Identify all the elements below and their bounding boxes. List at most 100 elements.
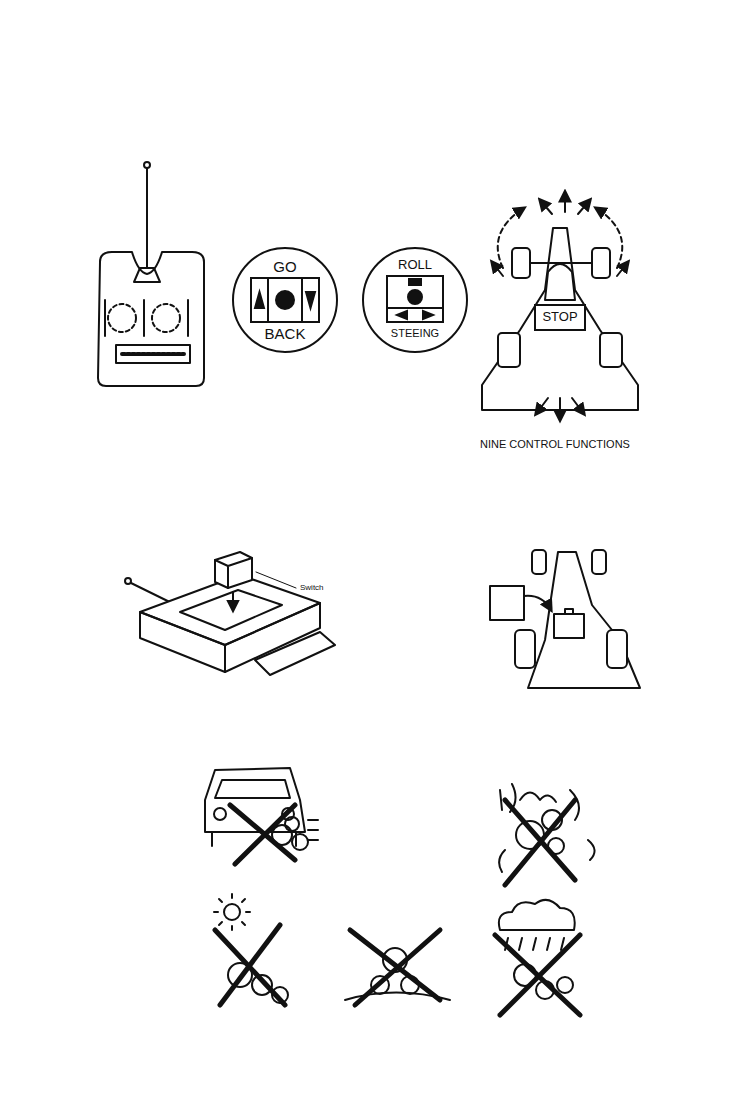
control-dial: ROLL STEEING xyxy=(361,246,469,354)
car-battery-view-part xyxy=(490,586,524,620)
warning-rain-part xyxy=(557,977,573,993)
warning-rain-part xyxy=(499,900,575,930)
warning-fire xyxy=(499,784,594,885)
direction-arrows-part xyxy=(617,262,628,276)
warning-car-part xyxy=(285,817,299,831)
warning-car-part xyxy=(215,780,290,798)
transmitter-part xyxy=(104,300,106,336)
charger-part xyxy=(140,612,225,672)
car-battery-view-part xyxy=(515,630,535,668)
charger-part xyxy=(125,578,131,584)
charger-part xyxy=(256,572,296,588)
direction-arrows xyxy=(492,192,628,420)
transmitter-part xyxy=(152,304,180,332)
car-top-view-part xyxy=(592,248,610,278)
direction-arrows-part xyxy=(564,192,566,212)
car-battery-view-part xyxy=(565,609,573,614)
warning-car-part xyxy=(308,820,318,840)
charger-part xyxy=(232,592,234,610)
warning-sun xyxy=(214,894,288,1005)
part-label: Switch xyxy=(300,583,324,592)
caption-label: NINE CONTROL FUNCTIONS xyxy=(480,438,630,451)
dial-symbol xyxy=(233,248,337,352)
warning-car-part xyxy=(292,834,308,850)
dial-mark xyxy=(387,276,443,322)
transmitter xyxy=(98,162,204,386)
node-text: GO xyxy=(273,258,296,275)
transmitter-part xyxy=(144,162,150,168)
transmitter-part xyxy=(134,268,160,282)
warning-car xyxy=(205,768,318,864)
car-battery-view-part xyxy=(524,596,551,610)
warning-car-part xyxy=(214,808,226,820)
direction-arrows-part xyxy=(559,398,561,420)
dial-mark xyxy=(387,307,443,309)
charger-part xyxy=(255,632,335,675)
transmitter-part xyxy=(146,168,148,268)
dial-mark xyxy=(408,290,422,304)
direction-arrows-part xyxy=(596,208,622,268)
control-dial: GO BACK xyxy=(231,246,339,354)
car-top-view-part xyxy=(530,262,592,264)
dial-mark xyxy=(397,311,407,319)
car-top-view-part xyxy=(512,248,530,278)
transmitter-part xyxy=(116,345,190,363)
dial-mark xyxy=(251,278,319,322)
transmitter-part xyxy=(98,252,204,386)
warning-sun-part xyxy=(220,925,280,1005)
art-part xyxy=(98,162,640,1015)
stop-box: STOP xyxy=(534,304,586,331)
warning-sand-part xyxy=(355,930,440,1005)
car-battery-view-part xyxy=(592,550,606,574)
node-text: STOP xyxy=(542,310,577,325)
car-top-view-part xyxy=(545,264,575,300)
car-top-view-part xyxy=(600,333,622,367)
charger-part xyxy=(215,552,252,588)
node-text: BACK xyxy=(265,325,306,342)
warning-sun-part xyxy=(214,894,250,930)
warning-car-part xyxy=(205,768,305,832)
warning-fire-part xyxy=(520,793,556,803)
transmitter-part xyxy=(187,300,189,336)
transmitter-part xyxy=(143,300,145,336)
warning-rain-part xyxy=(495,935,580,1015)
charger xyxy=(125,552,335,675)
direction-arrows-part xyxy=(572,398,584,414)
node-text: STEEING xyxy=(391,327,439,340)
car-top-view xyxy=(482,228,638,410)
warning-fire-part xyxy=(499,784,594,872)
direction-arrows-part xyxy=(578,200,590,214)
car-battery-view xyxy=(490,550,640,688)
transmitter-part xyxy=(108,304,136,332)
warning-rain-part xyxy=(500,935,580,1015)
dial-ring xyxy=(363,248,467,352)
car-battery-view-part xyxy=(532,550,546,574)
direction-arrows-part xyxy=(492,262,503,276)
direction-arrows-part xyxy=(536,398,548,414)
dial-mark xyxy=(306,292,315,308)
dial-mark xyxy=(267,278,269,322)
charger-part xyxy=(215,558,252,588)
warning-rain-part xyxy=(505,938,564,950)
dial-mark xyxy=(423,311,433,319)
warning-sand xyxy=(345,930,450,1005)
dial-mark xyxy=(301,278,303,322)
car-top-view-part xyxy=(482,228,638,410)
direction-arrows-part xyxy=(540,200,552,214)
dial-mark xyxy=(276,291,294,309)
dial-symbol xyxy=(363,248,467,352)
dial-mark xyxy=(255,292,264,308)
node-text: ROLL xyxy=(398,258,432,273)
dial-mark xyxy=(409,279,421,285)
warning-rain xyxy=(495,900,580,1015)
car-battery-view-part xyxy=(554,614,584,638)
warning-fire-part xyxy=(505,800,575,885)
warning-sun-part xyxy=(224,904,240,920)
direction-arrows-part xyxy=(498,208,524,268)
car-battery-view-part xyxy=(607,630,627,668)
transmitter-part xyxy=(122,352,184,356)
warning-car-part xyxy=(235,805,295,864)
dial-ring xyxy=(233,248,337,352)
